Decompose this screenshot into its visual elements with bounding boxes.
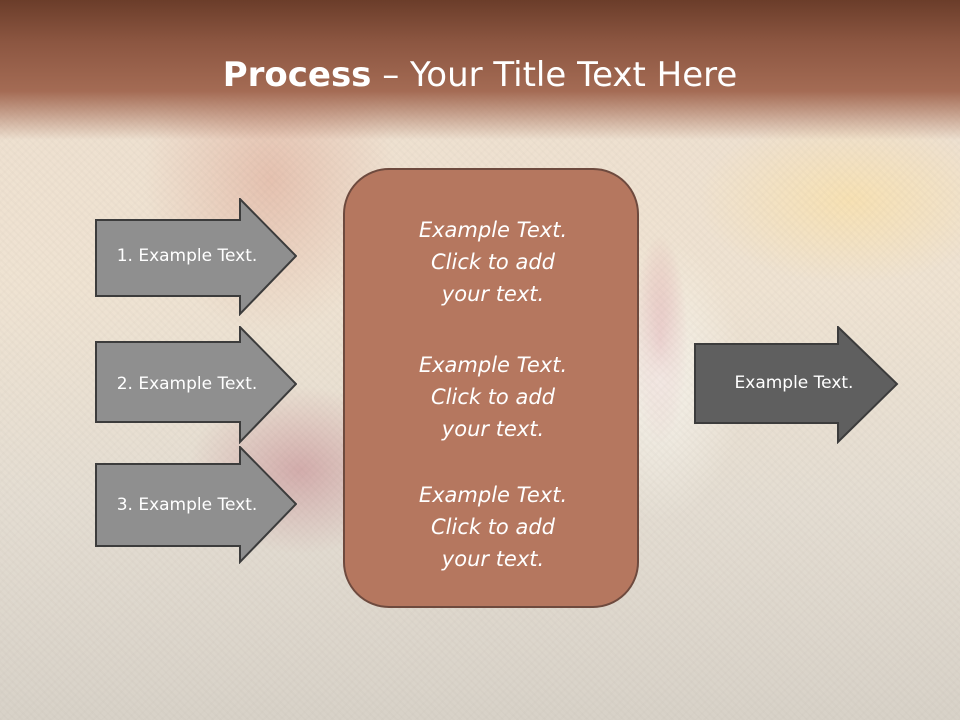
step-arrow-3[interactable]: 3. Example Text. [95, 446, 297, 564]
step-label-1: 1. Example Text. [116, 246, 258, 266]
title-bold: Process [222, 55, 372, 95]
center-text-box[interactable]: Example Text. Click to add your text. Ex… [343, 168, 639, 608]
step-label-2: 2. Example Text. [116, 374, 258, 394]
step-arrow-1[interactable]: 1. Example Text. [95, 198, 297, 316]
arrow-shape-2 [95, 326, 297, 444]
arrow-shape-1 [95, 198, 297, 316]
slide-title[interactable]: Process – Your Title Text Here [0, 52, 960, 98]
result-label: Example Text. [734, 373, 854, 393]
header-band [0, 0, 960, 140]
center-paragraph-1: Example Text. Click to add your text. [418, 218, 568, 306]
center-paragraph-3: Example Text. Click to add your text. [418, 483, 568, 571]
center-paragraph-2: Example Text. Click to add your text. [418, 353, 568, 441]
result-arrow[interactable]: Example Text. [694, 326, 900, 444]
result-arrow-shape [694, 326, 899, 444]
step-label-3: 3. Example Text. [116, 495, 258, 515]
arrow-shape-3 [95, 446, 297, 564]
step-arrow-2[interactable]: 2. Example Text. [95, 326, 297, 444]
title-rest: – Your Title Text Here [371, 55, 738, 95]
